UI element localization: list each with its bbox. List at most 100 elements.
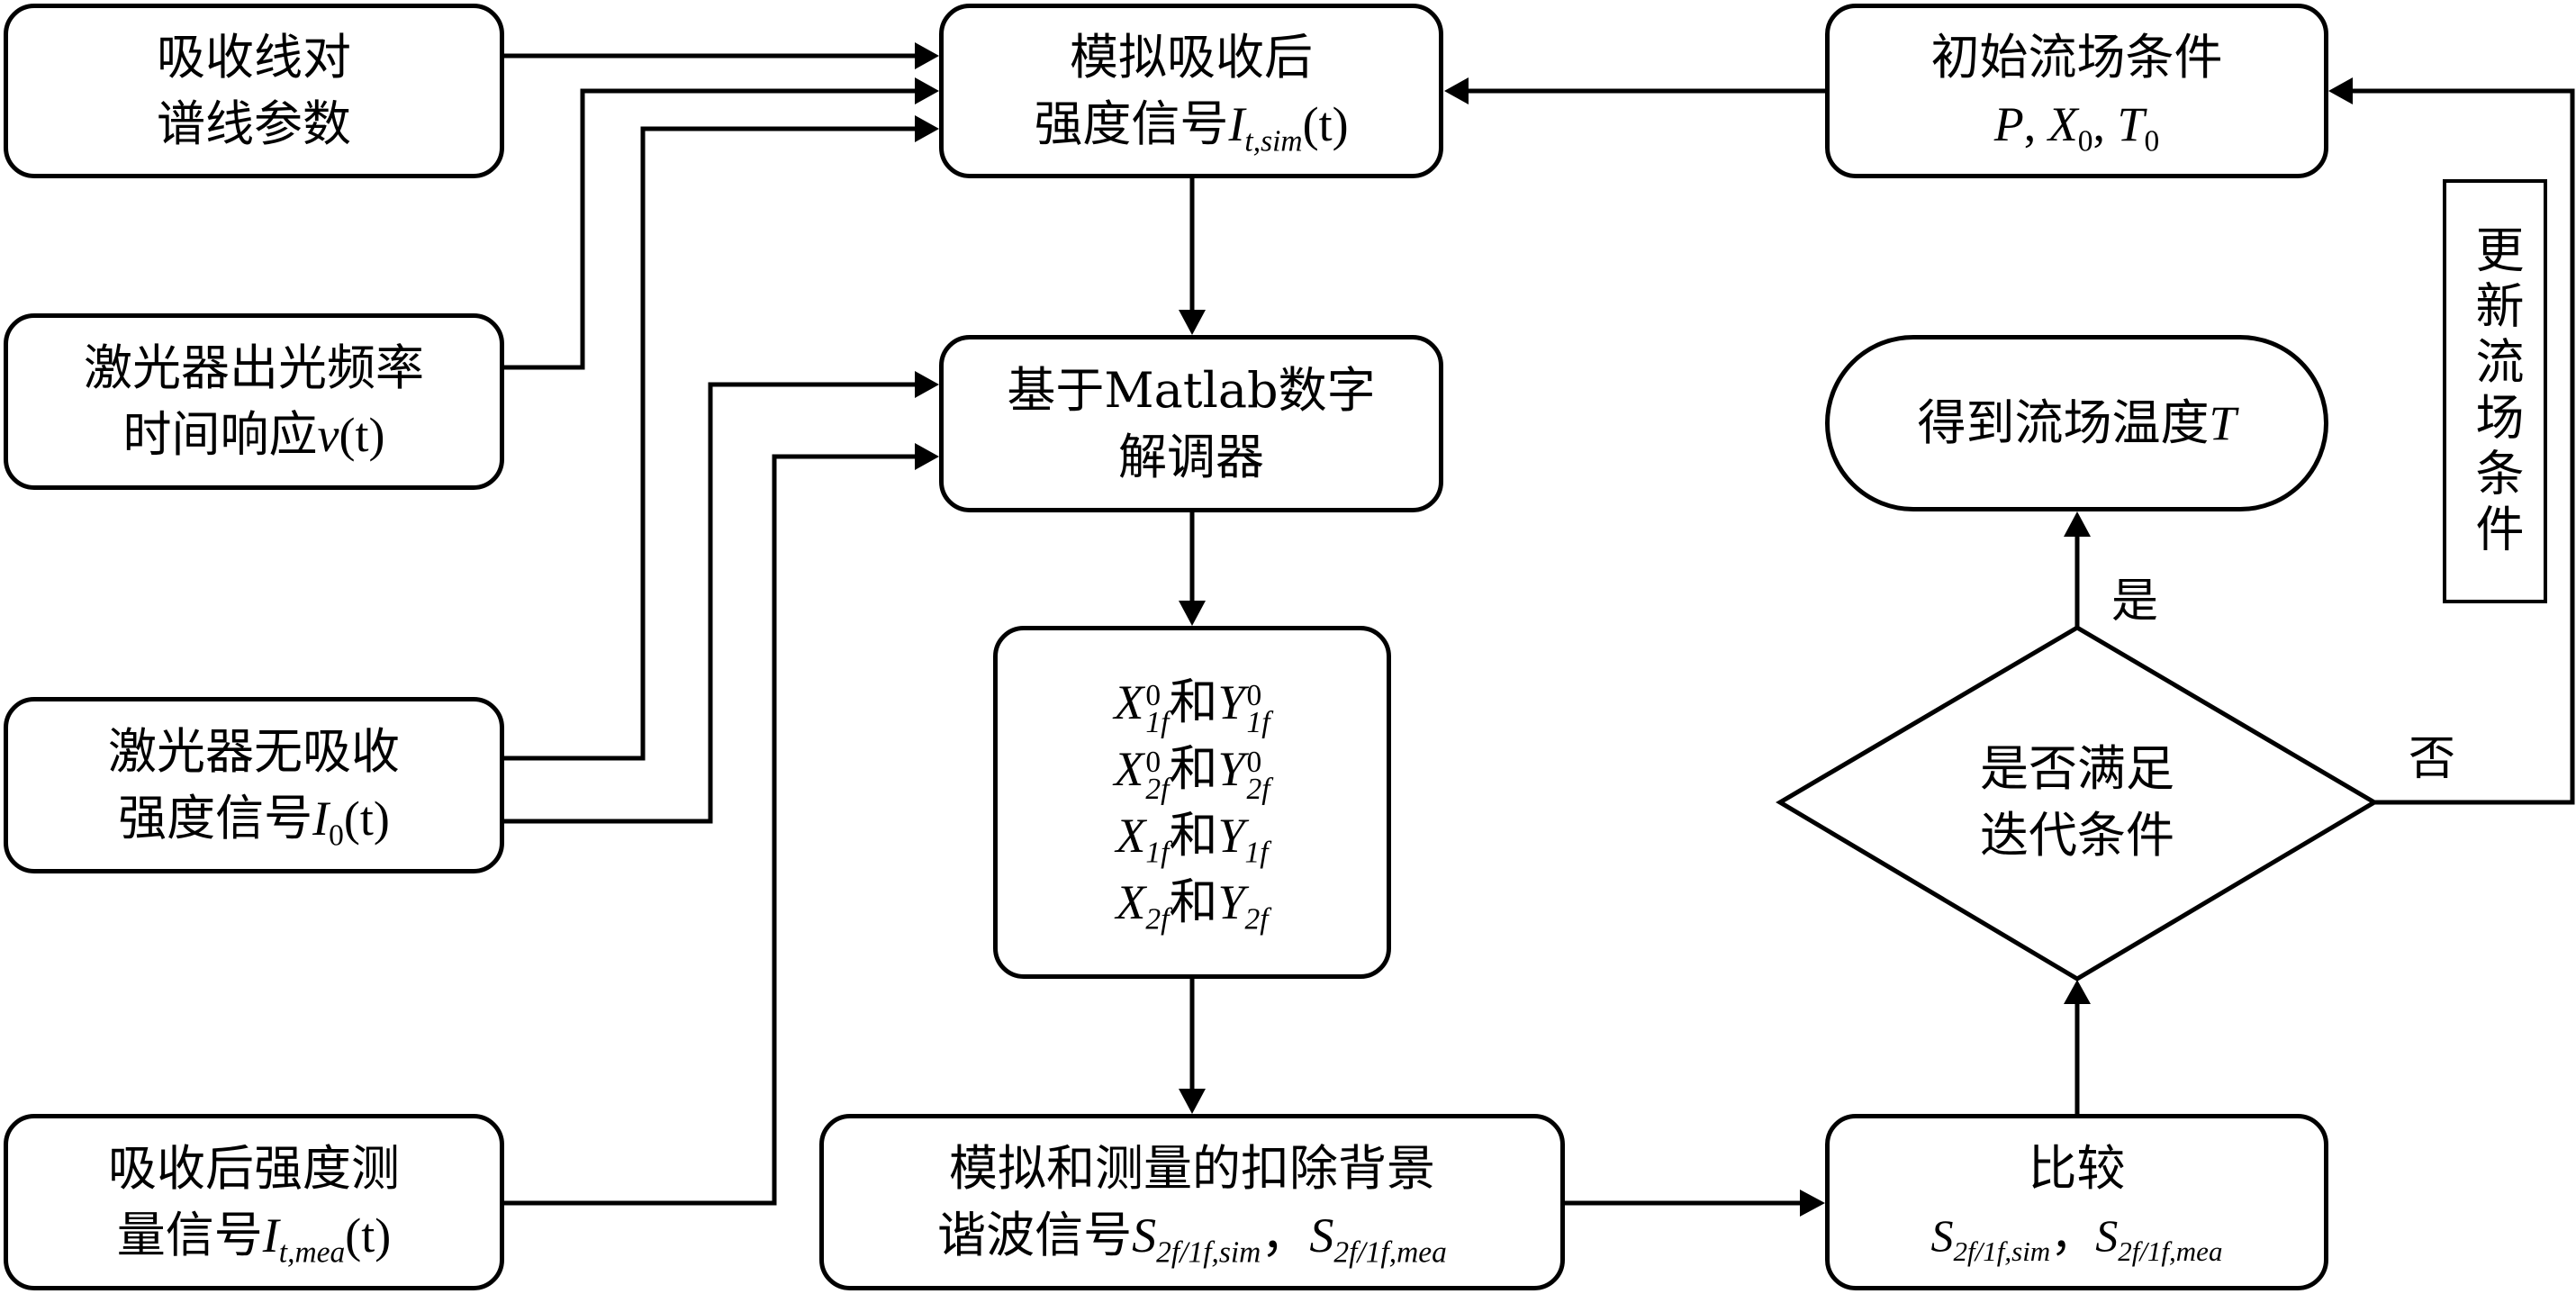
node-compare: 比较 S2f/1f,sim，S2f/1f,mea (1825, 1114, 2328, 1290)
math-arg: (t) (343, 792, 390, 846)
math-subscript: 1f (1145, 836, 1170, 870)
node-text: 模拟吸收后 (1070, 29, 1313, 86)
node-text-math: 强度信号I0(t) (118, 785, 390, 852)
node-decision: 是否满足 迭代条件 (1897, 736, 2257, 869)
math-symbol: X (1114, 742, 1144, 796)
math-symbol: Y (1217, 742, 1245, 796)
math-subscript: 1f (1145, 706, 1170, 739)
node-text: 基于Matlab数字 (1007, 361, 1376, 419)
harmonic-row: X2f和Y2f (1116, 869, 1268, 936)
edge-noabs-to-sim (502, 126, 915, 761)
math-symbol: I (262, 1208, 279, 1262)
math-symbol: T (2209, 396, 2237, 450)
math-symbol: I (1228, 97, 1245, 151)
node-text-math: S2f/1f,sim，S2f/1f,mea (1931, 1202, 2223, 1269)
math-superscript: 0 (1246, 745, 1262, 779)
label: 强度信号 (118, 790, 313, 846)
math-subscript: 0 (2077, 124, 2093, 158)
node-text: 比较 (2028, 1140, 2126, 1197)
label: 量信号 (116, 1207, 263, 1263)
math-symbol: I (312, 792, 330, 846)
math-symbol: T (2117, 97, 2145, 151)
math-symbol: S (2095, 1210, 2119, 1261)
math-symbol: X (1116, 809, 1146, 863)
node-text-math: 谐波信号S2f/1f,sim，S2f/1f,mea (937, 1202, 1447, 1269)
math-arg: (t) (1302, 97, 1349, 151)
arrowhead (1444, 77, 1469, 104)
arrowhead (915, 443, 939, 470)
arrowhead (2064, 980, 2091, 1004)
edge-measured-to-demod (502, 454, 915, 1206)
math-symbol: X (1116, 875, 1146, 929)
math-symbol: S (1309, 1208, 1334, 1262)
math-symbol: Y (1217, 809, 1245, 863)
label: 得到流场温度 (1917, 394, 2210, 451)
math-symbol: Y (1217, 675, 1245, 729)
math-subscript: t,sim (1244, 124, 1303, 158)
math-subscript: 0 (329, 819, 344, 853)
node-text-math: 量信号It,mea(t) (117, 1202, 391, 1269)
node-text: 解调器 (1118, 428, 1264, 485)
decision-diamond-shape (1776, 625, 2379, 982)
node-text: 初始流场条件 (1930, 29, 2223, 86)
math-subscript: 1f (1246, 706, 1270, 739)
arrowhead (915, 42, 939, 69)
separator: , (2023, 97, 2048, 151)
node-text: 激光器无吸收 (108, 723, 400, 780)
math-subscript: 2f/1f,sim (1156, 1235, 1261, 1270)
edge-label-no: 否 (2409, 732, 2456, 786)
joiner: 和 (1169, 807, 1218, 864)
node-text-math: 时间响应v(t) (123, 402, 385, 468)
node-laser-no-absorption: 激光器无吸收 强度信号I0(t) (4, 697, 504, 873)
node-demodulator: 基于Matlab数字 解调器 (939, 335, 1443, 512)
math-subscript: 2f (1145, 773, 1170, 806)
node-text: 谱线参数 (157, 95, 351, 152)
node-absorption-params: 吸收线对 谱线参数 (4, 4, 504, 178)
arrowhead (2328, 77, 2353, 104)
harmonic-row: X1f和Y1f (1116, 802, 1268, 869)
math-symbol: S (1930, 1210, 1954, 1261)
arrowhead (1179, 1089, 1206, 1114)
label: 强度信号 (1034, 95, 1229, 152)
edge-label-yes: 是 (2111, 575, 2159, 629)
node-result: 得到流场温度T (1825, 335, 2328, 511)
math-subscript: 2f/1f,mea (1333, 1235, 1447, 1270)
arrowhead (1179, 601, 1206, 626)
math-subscript: 2f (1244, 902, 1269, 937)
separator: , (2092, 97, 2118, 151)
node-text: 吸收后强度测 (108, 1140, 400, 1197)
label: 谐波信号 (937, 1207, 1133, 1263)
separator: ， (1261, 1207, 1310, 1263)
joiner: 和 (1169, 740, 1218, 797)
math-symbol: S (1132, 1208, 1157, 1262)
arrowhead (915, 77, 939, 104)
arrowhead (915, 115, 939, 142)
node-laser-freq-response: 激光器出光频率 时间响应v(t) (4, 313, 504, 490)
math-superscript: 0 (1145, 678, 1161, 712)
math-symbol: Y (1217, 875, 1245, 929)
math-subscript: 0 (2144, 124, 2160, 158)
math-symbol: P (1993, 97, 2024, 151)
math-symbol: X (2047, 97, 2078, 151)
joiner: 和 (1169, 674, 1218, 730)
label: 时间响应 (122, 406, 318, 463)
node-measured-signal: 吸收后强度测 量信号It,mea(t) (4, 1114, 504, 1290)
edge-decision-to-initial (2353, 88, 2575, 805)
math-symbol: v (317, 408, 339, 462)
node-text-math: 强度信号It,sim(t) (1034, 91, 1348, 158)
node-text: 激光器出光频率 (84, 339, 424, 396)
math-superscript: 0 (1145, 745, 1161, 779)
node-simulated-signal: 模拟吸收后 强度信号It,sim(t) (939, 4, 1443, 178)
math-subscript: 2f (1246, 773, 1270, 806)
edge-freq-to-sim (502, 88, 915, 370)
node-background-subtracted: 模拟和测量的扣除背景 谐波信号S2f/1f,sim，S2f/1f,mea (819, 1114, 1565, 1290)
node-text: 迭代条件 (1980, 807, 2174, 864)
math-symbol: X (1114, 675, 1144, 729)
math-subscript: 1f (1244, 836, 1269, 870)
node-text: 模拟和测量的扣除背景 (949, 1140, 1435, 1197)
math-subscript: 2f (1145, 902, 1170, 937)
node-initial-conditions: 初始流场条件 P, X0, T0 (1825, 4, 2328, 178)
